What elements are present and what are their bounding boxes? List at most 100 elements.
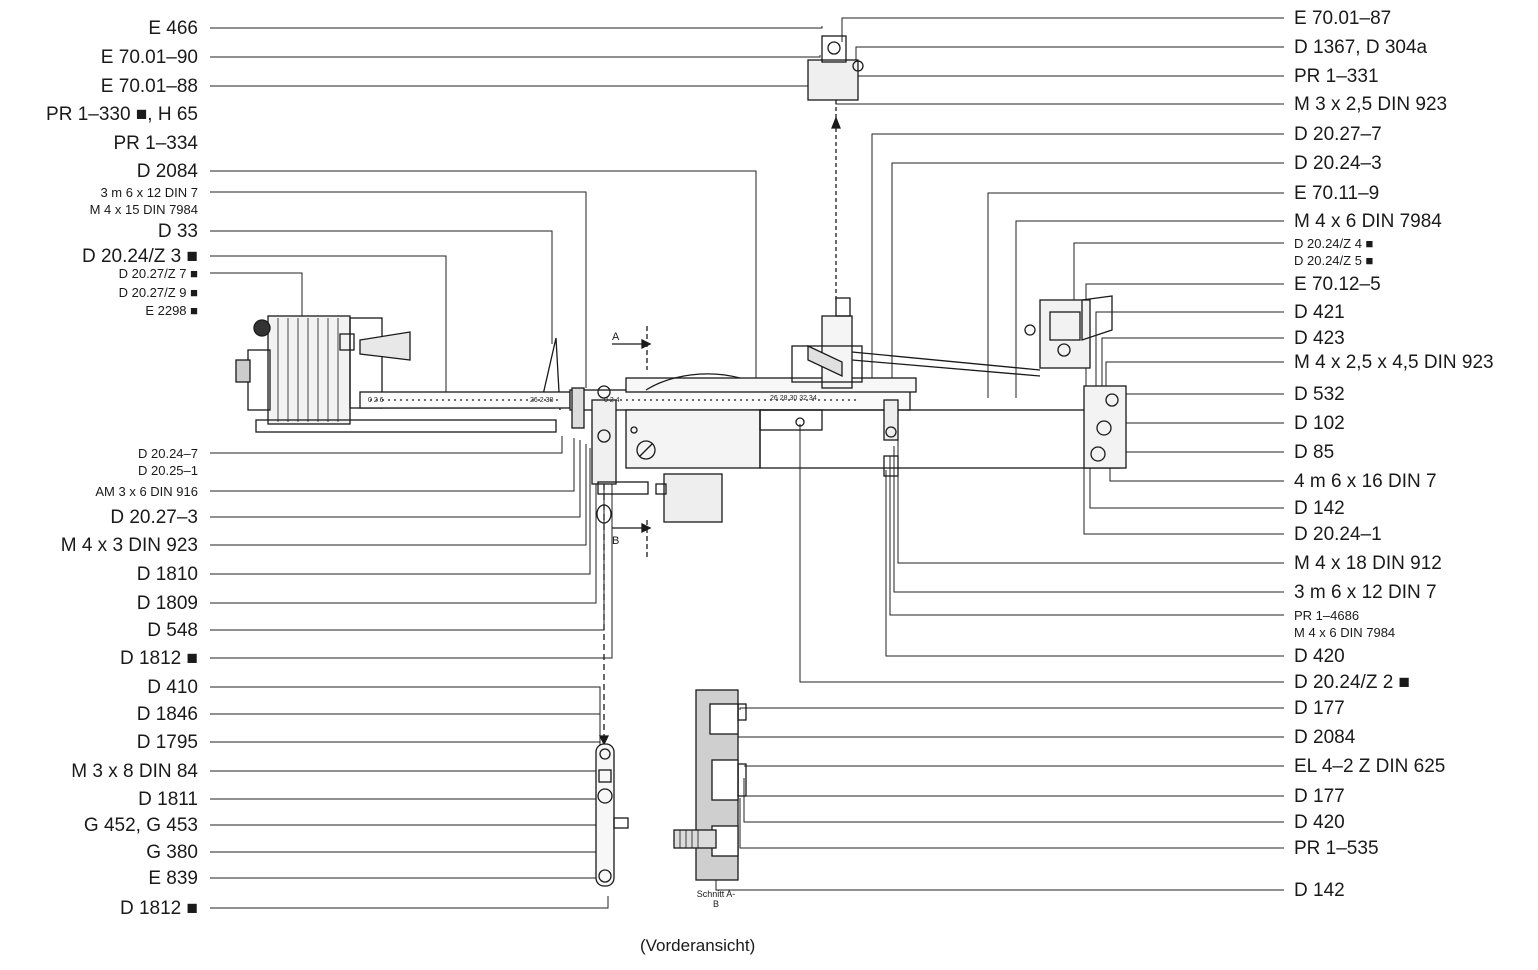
right-scale-end-numbers: 26 28 30 32 34: [770, 395, 817, 402]
callout-label-left: D 1846: [136, 703, 198, 725]
scale-text: 0 2 6 26 2 30 0 2 4 26 28 30 32 34: [368, 395, 817, 404]
callout-label-left: PR 1–334: [113, 132, 198, 154]
callout-label-left: E 70.01–90: [100, 46, 198, 68]
callout-label-left: D 20.25–1: [138, 462, 198, 478]
callout-label-right: D 420: [1294, 645, 1345, 667]
leader-line: [987, 192, 1284, 398]
callout-label-right: D 20.24/Z 4 ■: [1294, 235, 1374, 251]
leader-line: [1085, 283, 1284, 396]
callout-label-right: M 3 x 2,5 DIN 923: [1294, 93, 1448, 115]
callout-label-left: D 1811: [138, 788, 198, 810]
leader-line: [210, 272, 303, 316]
callout-label-left: M 4 x 3 DIN 923: [60, 534, 198, 556]
leader-line: [210, 448, 591, 575]
leader-line: [210, 191, 587, 388]
leader-line: [210, 85, 813, 96]
right-scale-numbers: 0 2 4: [604, 397, 620, 404]
callout-label-right: D 2084: [1294, 726, 1356, 748]
leader-line: [210, 456, 605, 631]
callout-label-left: D 1812 ■: [119, 647, 198, 669]
leader-line: [871, 133, 1284, 382]
callout-label-right: D 142: [1294, 879, 1345, 901]
section-marker-a: A: [612, 331, 620, 343]
callout-label-right: E 70.12–5: [1294, 273, 1381, 295]
callout-label-left: G 380: [146, 841, 198, 863]
callout-label-left: E 839: [148, 867, 198, 889]
callout-label-left: D 1795: [136, 731, 198, 753]
leader-line: [210, 26, 823, 29]
callout-label-left: PR 1–330 ■, H 65: [46, 103, 198, 125]
callout-label-right: PR 1–535: [1294, 837, 1379, 859]
callout-label-right: PR 1–331: [1294, 65, 1379, 87]
leader-line: [210, 460, 613, 659]
callout-label-right: E 70.11–9: [1294, 182, 1380, 204]
leader-line: [835, 90, 1284, 105]
leader-line: [210, 452, 597, 604]
leader-line: [727, 722, 1284, 738]
callout-label-left: M 3 x 8 DIN 84: [71, 760, 198, 782]
callout-label-right: D 532: [1294, 383, 1345, 405]
section-markers: A B: [612, 331, 620, 547]
leader-line: [210, 55, 821, 58]
leader-line: [739, 798, 1284, 849]
leader-line: [210, 896, 609, 909]
machine-drawing: [235, 35, 1127, 887]
callout-label-left: D 1812 ■: [119, 897, 198, 919]
callout-label-left: D 1810: [136, 563, 198, 585]
leader-line: [715, 842, 1284, 891]
callout-label-right: D 20.24/Z 2 ■: [1294, 671, 1411, 693]
leader-line: [210, 770, 601, 780]
callout-label-right: 4 m 6 x 16 DIN 7: [1294, 470, 1437, 492]
leader-line: [1083, 468, 1284, 535]
callout-label-right: D 1367, D 304a: [1294, 36, 1428, 58]
leader-line: [210, 798, 601, 804]
leader-line: [893, 446, 1284, 593]
leader-line: [855, 46, 1284, 66]
leader-line: [743, 788, 1284, 823]
callout-label-right: D 177: [1294, 785, 1345, 807]
callout-label-right: M 4 x 2,5 x 4,5 DIN 923: [1294, 351, 1494, 373]
callout-label-left: D 1809: [136, 592, 198, 614]
callout-label-right: D 142: [1294, 497, 1345, 519]
leader-line: [210, 741, 601, 770]
callout-label-right: D 20.24–1: [1294, 523, 1382, 545]
callout-label-right: PR 1–4686: [1294, 607, 1360, 623]
leader-line: [210, 438, 575, 492]
section-marker-b: B: [612, 535, 619, 547]
callout-label-right: M 4 x 6 DIN 7984: [1294, 210, 1442, 232]
view-caption: (Vorderansicht): [640, 936, 756, 955]
callout-label-left: G 452, G 453: [83, 814, 198, 836]
leader-line: [799, 424, 1284, 683]
callout-label-left: AM 3 x 6 DIN 916: [95, 483, 198, 499]
leader-line: [210, 846, 605, 853]
leader-line: [1015, 220, 1284, 398]
callout-label-left: 3 m 6 x 12 DIN 7: [100, 184, 198, 200]
callout-label-left: M 4 x 15 DIN 7984: [89, 201, 198, 217]
callout-label-left: D 20.27–3: [110, 506, 198, 528]
leader-line: [1089, 462, 1284, 509]
callout-label-left: E 2298 ■: [145, 302, 198, 318]
leader-line: [210, 255, 447, 392]
callout-label-left: D 20.27/Z 7 ■: [118, 265, 198, 281]
callout-label-left: E 466: [148, 17, 198, 39]
callout-label-right: D 20.27–7: [1294, 123, 1382, 145]
leader-line: [739, 707, 1284, 710]
leader-line: [889, 456, 1284, 616]
callout-label-right: D 421: [1294, 301, 1345, 323]
callout-label-right: D 423: [1294, 327, 1345, 349]
callout-label-right: D 420: [1294, 811, 1345, 833]
leader-line: [885, 470, 1284, 657]
callout-label-left: E 70.01–88: [100, 75, 198, 97]
left-scale-end-numbers: 26 2 30: [530, 397, 553, 404]
callout-label-left: D 548: [147, 619, 198, 641]
callout-label-left: D 20.24/Z 3 ■: [81, 245, 198, 267]
callout-label-right: M 4 x 18 DIN 912: [1294, 552, 1442, 574]
section-caption: Schnitt A-B: [696, 889, 736, 909]
leader-line: [1095, 311, 1284, 400]
leader-line: [1101, 337, 1284, 402]
leader-line: [210, 444, 587, 546]
callout-label-right: E 70.01–87: [1294, 7, 1392, 29]
left-scale-numbers: 0 2 6: [368, 397, 384, 404]
callout-label-right: D 102: [1294, 412, 1345, 434]
